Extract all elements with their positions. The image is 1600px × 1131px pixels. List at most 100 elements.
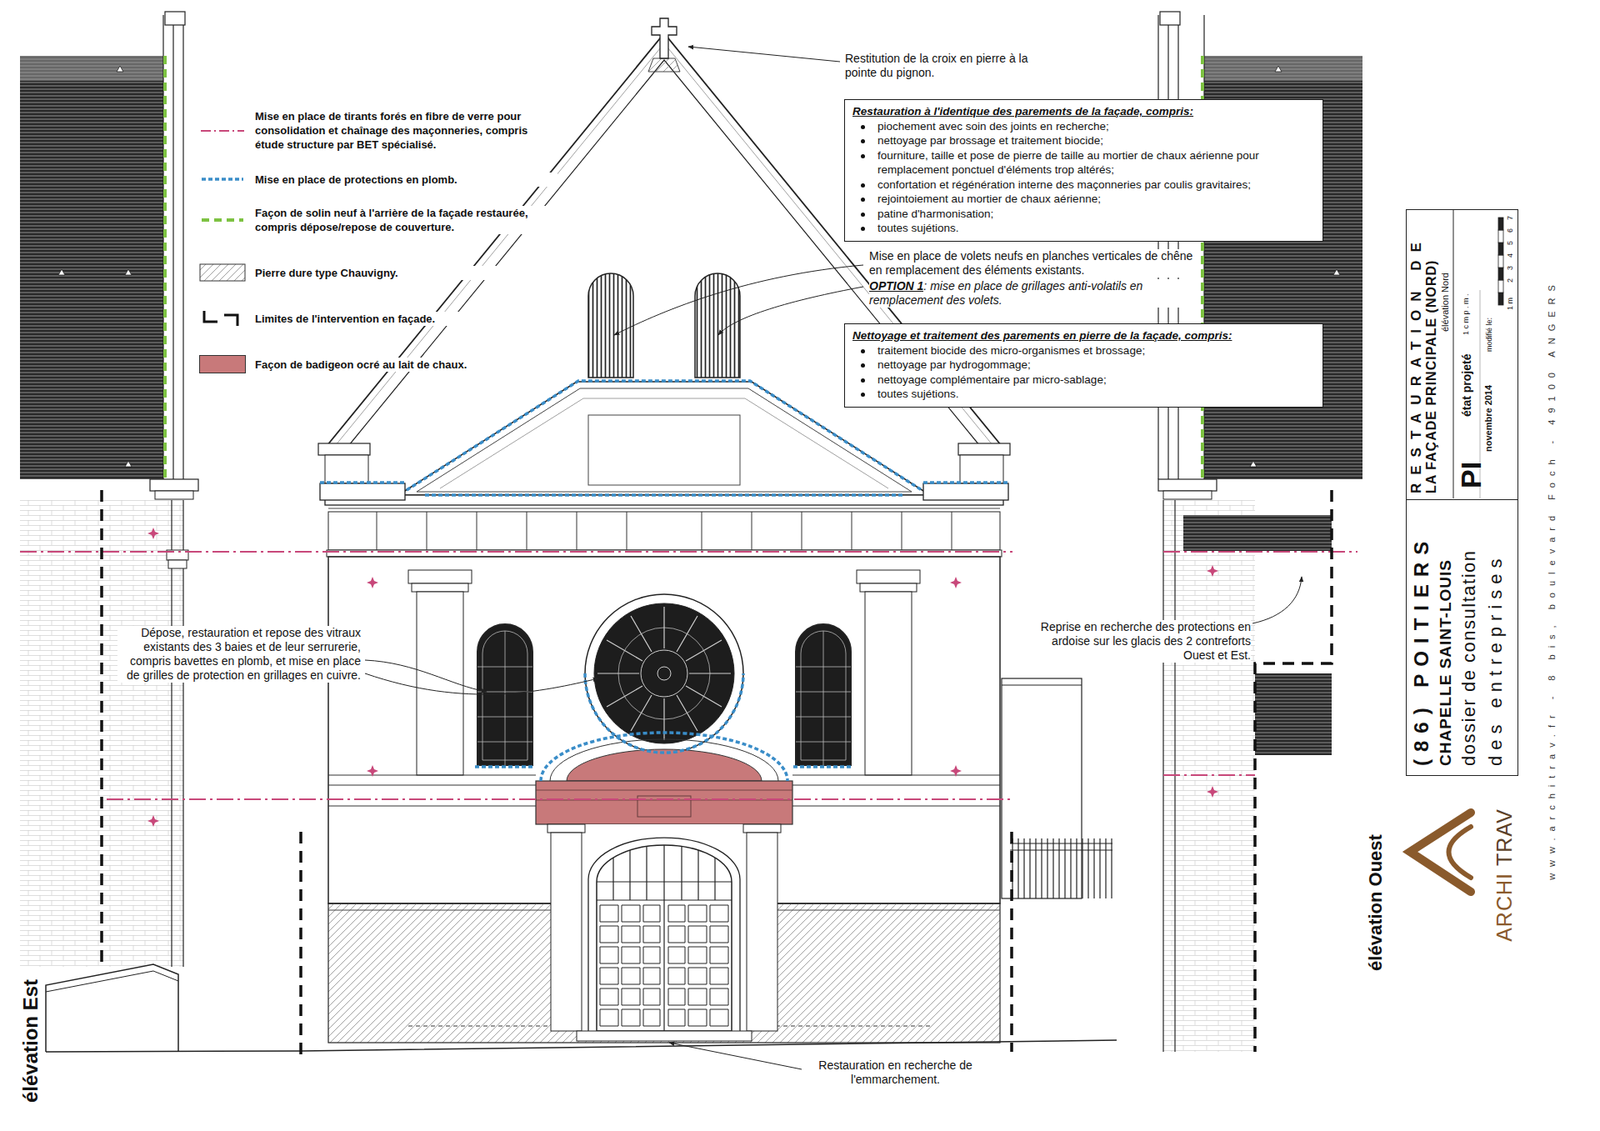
lead-protection xyxy=(923,480,1009,485)
title-text: des entreprises xyxy=(1485,553,1506,766)
tie-rod-line xyxy=(1163,774,1255,776)
bullet-text: rejointoiement au mortier de chaux aérie… xyxy=(877,192,1101,205)
lead-protection xyxy=(425,493,904,497)
scale-bar xyxy=(1498,242,1504,255)
title-block-rotated: (86) POITIERSCHAPELLE SAINT-LOUISdossier… xyxy=(1406,500,1517,775)
limit-sample xyxy=(224,315,238,326)
callout-box: Nettoyage et traitement des parements en… xyxy=(844,323,1324,408)
scale-bar xyxy=(1498,217,1504,230)
title-text: 5 xyxy=(1505,240,1515,245)
flashing-sample xyxy=(201,218,244,222)
neighbour-building xyxy=(1010,843,1113,850)
north-facade xyxy=(320,483,405,500)
north-facade xyxy=(958,443,1010,455)
legend-text: Limites de l'intervention en façade. xyxy=(255,311,558,326)
bullet-dot xyxy=(860,363,865,368)
bullet-dot xyxy=(860,349,865,354)
east-elevation xyxy=(58,65,132,467)
legend-item: Pierre dure type Chauvigny. xyxy=(199,263,566,282)
bullet-row: nettoyage par brossage et traitement bio… xyxy=(852,133,1315,149)
bullet-text: toutes sujétions. xyxy=(877,221,960,235)
title-block: RESTAURATION DELA FAÇADE PRINCIPALE (NOR… xyxy=(1405,209,1519,500)
east-elevation xyxy=(171,500,184,967)
west-elevation xyxy=(1158,15,1205,480)
bullet-text: toutes sujétions. xyxy=(877,387,960,400)
north-facade xyxy=(416,388,912,492)
legend-sample xyxy=(199,263,246,282)
tie-rod-line xyxy=(1163,550,1358,553)
logo-wordmark: ARCHITRAV xyxy=(1493,808,1517,942)
north-facade xyxy=(795,630,851,765)
logo-text: TRAV xyxy=(1493,808,1517,866)
north-facade xyxy=(408,570,472,584)
bullet-text: confortation et régénération interne des… xyxy=(877,178,1251,191)
bullet-row: fourniture, taille et pose de pierre de … xyxy=(852,148,1315,178)
bullet-dot xyxy=(860,197,865,202)
title-text: 7 xyxy=(1505,215,1515,220)
callout-note: Dépose, restauration et repose des vitra… xyxy=(117,625,361,683)
tie-rod-anchor xyxy=(1206,785,1219,798)
scale-bar xyxy=(1498,267,1504,280)
west-elevation xyxy=(1204,55,1363,81)
scale-bar xyxy=(1498,230,1504,243)
tie-rod-line xyxy=(106,798,1013,800)
neighbour-building xyxy=(1001,678,1113,899)
callout-box: Restauration à l'identique des parements… xyxy=(844,99,1324,242)
bullet-dot xyxy=(860,226,865,231)
legend-sample xyxy=(199,170,246,189)
east-elevation xyxy=(20,55,164,81)
legend-swatch xyxy=(199,355,246,374)
west-elevation xyxy=(1163,500,1175,1052)
title-text: dossier de consultation xyxy=(1458,549,1480,766)
title-block: (86) POITIERSCHAPELLE SAINT-LOUISdossier… xyxy=(1405,499,1519,776)
north-facade xyxy=(550,824,778,1031)
bullet-dot xyxy=(860,392,865,397)
north-facade xyxy=(596,845,732,1031)
north-facade xyxy=(376,511,952,550)
leader-line xyxy=(614,265,864,335)
north-facade xyxy=(668,905,729,1026)
north-facade xyxy=(860,583,917,592)
title-text: RESTAURATION DE xyxy=(1408,234,1425,494)
west-elevation xyxy=(1255,673,1332,755)
bullet-row: rejointoiement au mortier de chaux aérie… xyxy=(852,191,1315,207)
flashing-line xyxy=(163,55,167,480)
bullet-row: toutes sujétions. xyxy=(852,220,1315,236)
box-heading-row: Restauration à l'identique des parements… xyxy=(852,104,1315,120)
legend-text: Façon de badigeon ocré au lait de chaux. xyxy=(255,357,558,372)
title-text: 4 xyxy=(1505,253,1515,258)
bullet-text: patine d'harmonisation; xyxy=(877,207,994,220)
leader-line xyxy=(1252,576,1302,624)
lead-protection xyxy=(793,765,854,769)
east-elevation xyxy=(163,15,184,480)
lead-protection xyxy=(320,480,405,485)
north-facade xyxy=(477,630,533,765)
tie-rod-anchor xyxy=(147,527,160,540)
neighbour-building xyxy=(1012,838,1112,899)
scale-bar xyxy=(1498,280,1504,293)
ground-line xyxy=(45,1040,1117,1052)
scale-bar xyxy=(1498,292,1504,305)
title-text: (86) POITIERS xyxy=(1410,534,1434,766)
title-block-rotated: RESTAURATION DELA FAÇADE PRINCIPALE (NOR… xyxy=(1406,210,1517,499)
north-facade xyxy=(585,594,744,753)
title-text: 2 xyxy=(1505,278,1515,283)
north-facade xyxy=(588,415,740,485)
lead-protection xyxy=(475,765,535,769)
legend-item: Façon de badigeon ocré au lait de chaux. xyxy=(199,355,566,374)
lead-protection xyxy=(320,380,1009,781)
legend-sample-svg xyxy=(199,309,246,328)
north-facade xyxy=(325,455,369,484)
title-text: état projeté xyxy=(1460,354,1474,417)
north-facade xyxy=(648,58,680,72)
north-facade xyxy=(960,455,1004,484)
north-facade xyxy=(657,666,671,680)
view-name: élévation Est xyxy=(19,979,43,1103)
intervention-limit xyxy=(100,490,104,970)
architrav-logo xyxy=(1449,826,1472,878)
bullet-text: traitement biocide des micro-organismes … xyxy=(877,344,1145,357)
callout-note: Restitution de la croix en pierre à la p… xyxy=(845,51,1045,80)
